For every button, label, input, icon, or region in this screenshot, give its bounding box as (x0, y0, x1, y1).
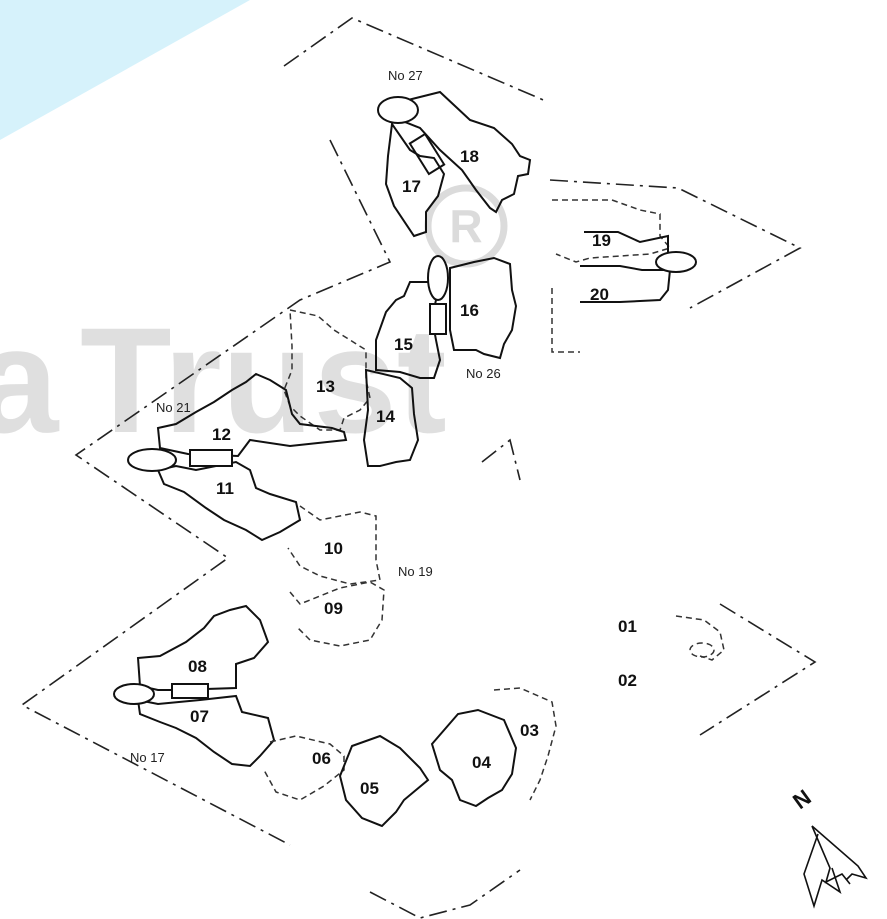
unit-label-05: 05 (360, 779, 379, 798)
watermark-text: Trust (80, 296, 447, 464)
units-05-06 (263, 734, 430, 828)
units-13-14 (283, 309, 420, 467)
unit-label-11: 11 (216, 479, 234, 498)
building-labels: No 27 No 26 No 21 No 19 No 17 (130, 68, 501, 765)
unit-label-13: 13 (316, 377, 335, 396)
unit-label-15: 15 (394, 335, 413, 354)
unit-label-09: 09 (324, 599, 343, 618)
units-01-02 (675, 615, 725, 661)
building-label-21: No 21 (156, 400, 191, 415)
unit-labels: 01 02 03 04 05 06 07 08 09 10 11 12 13 1… (188, 147, 637, 798)
building-27 (377, 90, 532, 238)
unit-label-14: 14 (376, 407, 395, 426)
watermark-lead-letter: a (0, 296, 60, 464)
unit-label-01: 01 (618, 617, 637, 636)
building-19 (287, 505, 385, 647)
registered-mark-letter: R (449, 200, 482, 252)
building-17 (113, 604, 276, 768)
unit-label-18: 18 (460, 147, 479, 166)
unit-label-04: 04 (472, 753, 491, 772)
unit-label-03: 03 (520, 721, 539, 740)
north-letter: N (788, 784, 816, 814)
units-03-04 (430, 687, 557, 808)
building-label-26: No 26 (466, 366, 501, 381)
north-arrow-icon (803, 825, 868, 909)
watermark: a Trust R (0, 184, 508, 464)
units-19-20 (551, 199, 697, 353)
building-label-19: No 19 (398, 564, 433, 579)
building-21 (127, 372, 348, 542)
unit-label-17: 17 (402, 177, 421, 196)
unit-label-12: 12 (212, 425, 231, 444)
building-26 (375, 255, 518, 379)
unit-label-20: 20 (590, 285, 609, 304)
unit-label-07: 07 (190, 707, 209, 726)
unit-label-19: 19 (592, 231, 611, 250)
building-label-17: No 17 (130, 750, 165, 765)
unit-label-02: 02 (618, 671, 637, 690)
unit-label-10: 10 (324, 539, 343, 558)
building-label-27: No 27 (388, 68, 423, 83)
north-arrow: N (788, 784, 868, 909)
site-boundary (20, 17, 817, 919)
unit-label-06: 06 (312, 749, 331, 768)
unit-label-08: 08 (188, 657, 207, 676)
unit-label-16: 16 (460, 301, 479, 320)
